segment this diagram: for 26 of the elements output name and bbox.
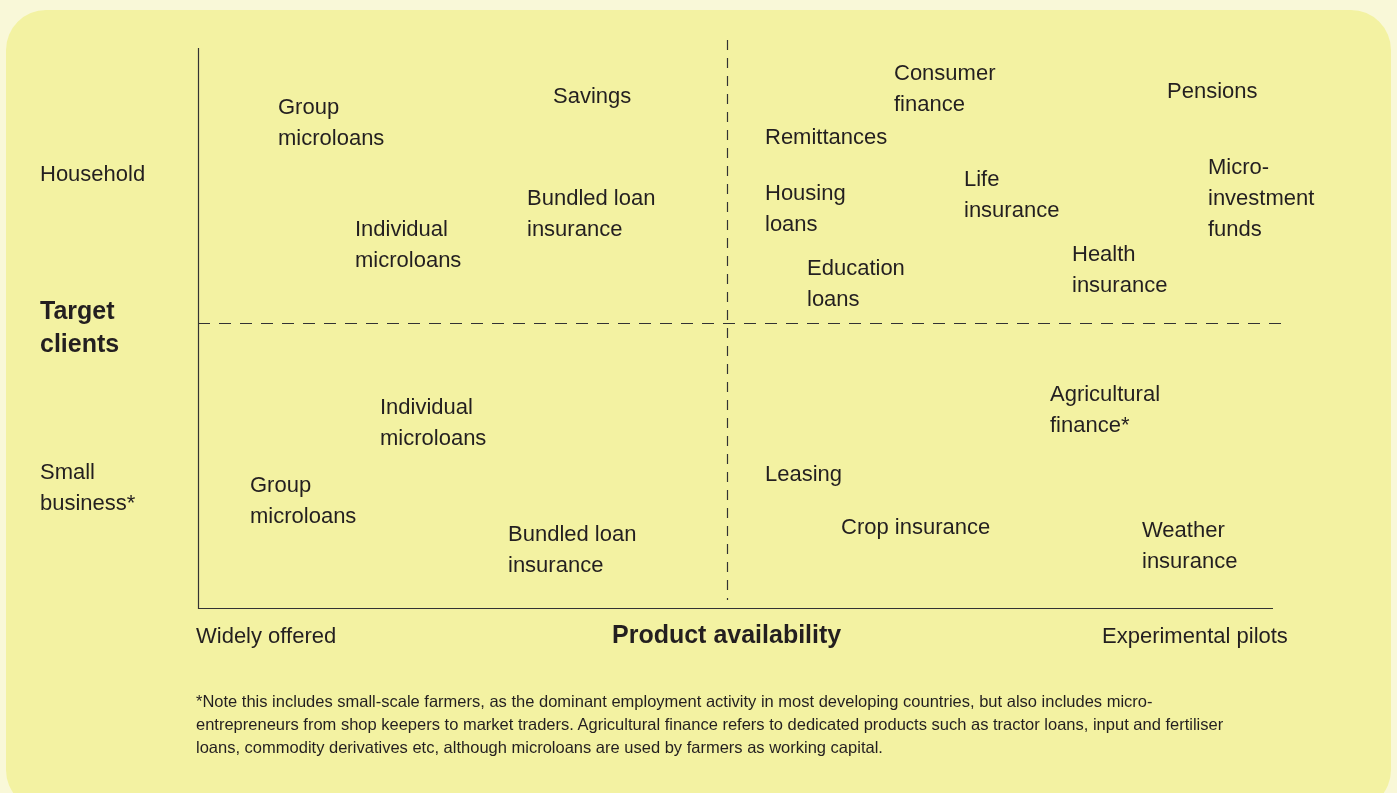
axis-title: Target clients [40,295,121,359]
product-label: Group microloans [278,93,386,152]
axis-label: Small business* [40,458,137,517]
product-label: Remittances [765,123,889,151]
product-label: Education loans [807,254,906,313]
product-label: Bundled loan insurance [508,520,638,579]
axis-label: Experimental pilots [1102,622,1289,650]
product-label: Life insurance [964,165,1061,224]
product-label: Micro- investment funds [1208,153,1316,243]
product-label: Bundled loan insurance [527,184,657,243]
product-label: Savings [553,82,633,110]
axis-label: Household [40,160,147,188]
product-label: Individual microloans [380,393,488,452]
product-label: Group microloans [250,471,358,530]
product-label: Weather insurance [1142,516,1239,575]
product-label: Consumer finance [894,59,997,118]
product-label: Health insurance [1072,240,1169,299]
footnote: *Note this includes small-scale farmers, as the dominant employment activity in most developing countries, but also includes micro-entrepreneurs from shop keepers to market traders. Agricultural finance refers to dedicated products such as tractor loans, input and fertiliser loans, commodity derivatives etc, although microloans are used by farmers as working capital. [196,691,1225,758]
axis-title: Product availability [612,619,843,650]
product-label: Individual microloans [355,215,463,274]
axis-label: Widely offered [196,622,338,650]
product-label: Housing loans [765,179,847,238]
product-label: Crop insurance [841,513,992,541]
product-label: Agricultural finance* [1050,380,1162,439]
product-label: Pensions [1167,77,1259,105]
product-label: Leasing [765,460,844,488]
